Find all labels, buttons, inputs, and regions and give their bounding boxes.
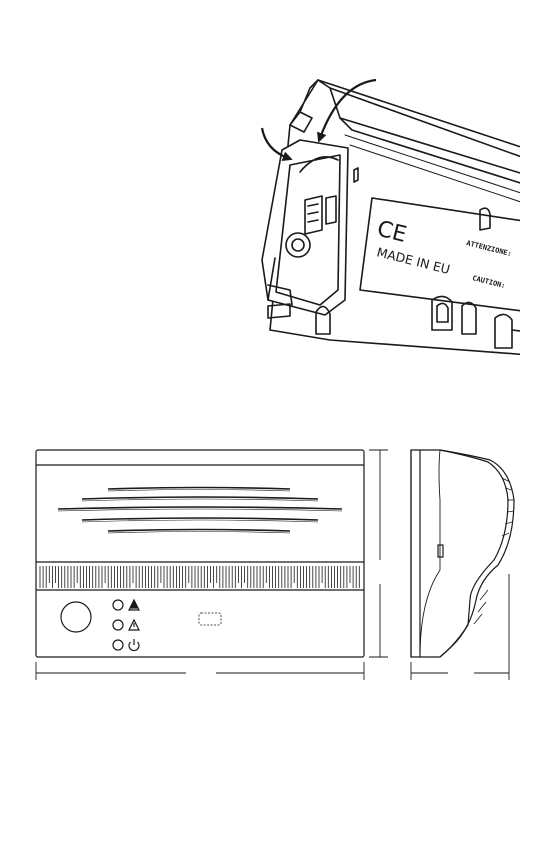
ventilation-ridges: [40, 566, 359, 588]
warning-triangle-icon: [129, 620, 139, 630]
mounting-illustration: [262, 80, 530, 355]
side-view: [411, 450, 514, 680]
sensor-lens: [61, 602, 91, 632]
led-indicator: [113, 620, 123, 630]
front-housing: [36, 450, 364, 657]
dashed-label-window: [199, 613, 221, 625]
led-indicator: [113, 600, 123, 610]
dimension-lines: [36, 450, 388, 680]
front-view: [36, 450, 388, 680]
warning-triangle-icon: [129, 600, 139, 610]
led-indicator: [113, 640, 123, 650]
side-dimension-lines: [411, 574, 509, 680]
power-icon: [129, 639, 139, 651]
side-housing: [411, 450, 514, 657]
